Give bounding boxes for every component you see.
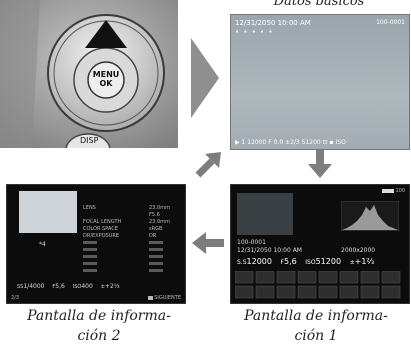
caption-basic: Datos básicos	[273, 0, 365, 9]
info1-datetime: 12/31/2050 10:00 AM	[237, 247, 302, 254]
label-color-space: COLOR SPACE	[83, 226, 118, 232]
label-lens: LENS	[83, 205, 96, 211]
info2-iso: 400	[81, 283, 93, 290]
info2-next: SIGUIENTE	[147, 295, 181, 301]
info2-shutter: 1/4000	[23, 283, 45, 290]
info2-aperture: 5,6	[55, 283, 65, 290]
value-color-space: sRGB	[149, 226, 163, 232]
screen-info-2: *4 LENS FOCAL LENGTH COLOR SPACE DR/EXPO…	[6, 184, 186, 304]
basic-file-id: 100-0001	[376, 19, 405, 26]
camera-control-photo: MENU OK DISP	[0, 0, 178, 148]
caption-info1: Pantalla de informa- ción 1	[216, 306, 411, 346]
chevron-right-icon	[191, 38, 219, 118]
info1-aperture: 5,6	[283, 257, 297, 266]
battery-indicator: 100	[381, 188, 405, 194]
caption-info2: Pantalla de informa- ción 2	[0, 306, 198, 346]
info2-page: 2/3	[11, 295, 20, 301]
info1-shutter: 12000	[246, 257, 272, 266]
camera-dial-illustration	[0, 0, 178, 148]
disp-label: DISP	[80, 136, 99, 145]
histogram	[341, 201, 399, 231]
value-dr: DR	[149, 233, 157, 239]
menu-label: MENU	[92, 70, 120, 79]
info1-exposure-comp: +1⅔	[354, 257, 375, 266]
caption-info1-line1: Pantalla de informa-	[244, 308, 388, 324]
basic-datetime: 12/31/2050 10:00 AM	[235, 19, 311, 27]
info2-next-label: SIGUIENTE	[154, 295, 181, 301]
info2-counter: *4	[39, 241, 46, 248]
caption-info2-line2: ción 2	[77, 328, 121, 344]
thumbnail	[19, 191, 77, 233]
arrow-up-right-icon	[195, 152, 221, 178]
placeholder-rows	[83, 241, 163, 272]
value-lens: 23.0mm	[149, 205, 170, 211]
screen-info-1: 100 100-0001 12/31/2050 10:00 AM 2000x20…	[230, 184, 410, 304]
thumbnail	[237, 193, 293, 235]
label-dr-exposure: DR/EXPOSURE	[83, 233, 120, 239]
info1-resolution: 2000x2000	[341, 247, 376, 254]
info1-iso: 51200	[315, 257, 342, 266]
caption-info1-line2: ción 1	[294, 328, 338, 344]
battery-value: 100	[395, 188, 405, 194]
value-aperture: F5.6	[149, 212, 160, 218]
value-focal-length: 23.0mm	[149, 219, 170, 225]
ok-label: OK	[99, 79, 113, 88]
next-icon	[147, 295, 153, 300]
arrow-down-icon	[308, 150, 332, 178]
info1-file-id: 100-0001	[237, 239, 266, 246]
caption-info2-line1: Pantalla de informa-	[27, 308, 171, 324]
arrow-left-icon	[192, 232, 224, 254]
rating-stars: • • • • •	[235, 28, 274, 36]
label-focal-length: FOCAL LENGTH	[83, 219, 122, 225]
info2-exposure-comp: +2⅓	[104, 283, 120, 290]
basic-status-bar: ▶ 1 12000 F 0.0 ±2/3 S1200 ⊡ ▪ ISO	[235, 139, 346, 146]
screen-basic-data: 12/31/2050 10:00 AM 100-0001 • • • • • ▶…	[230, 14, 410, 150]
settings-icon-grid	[235, 271, 401, 299]
